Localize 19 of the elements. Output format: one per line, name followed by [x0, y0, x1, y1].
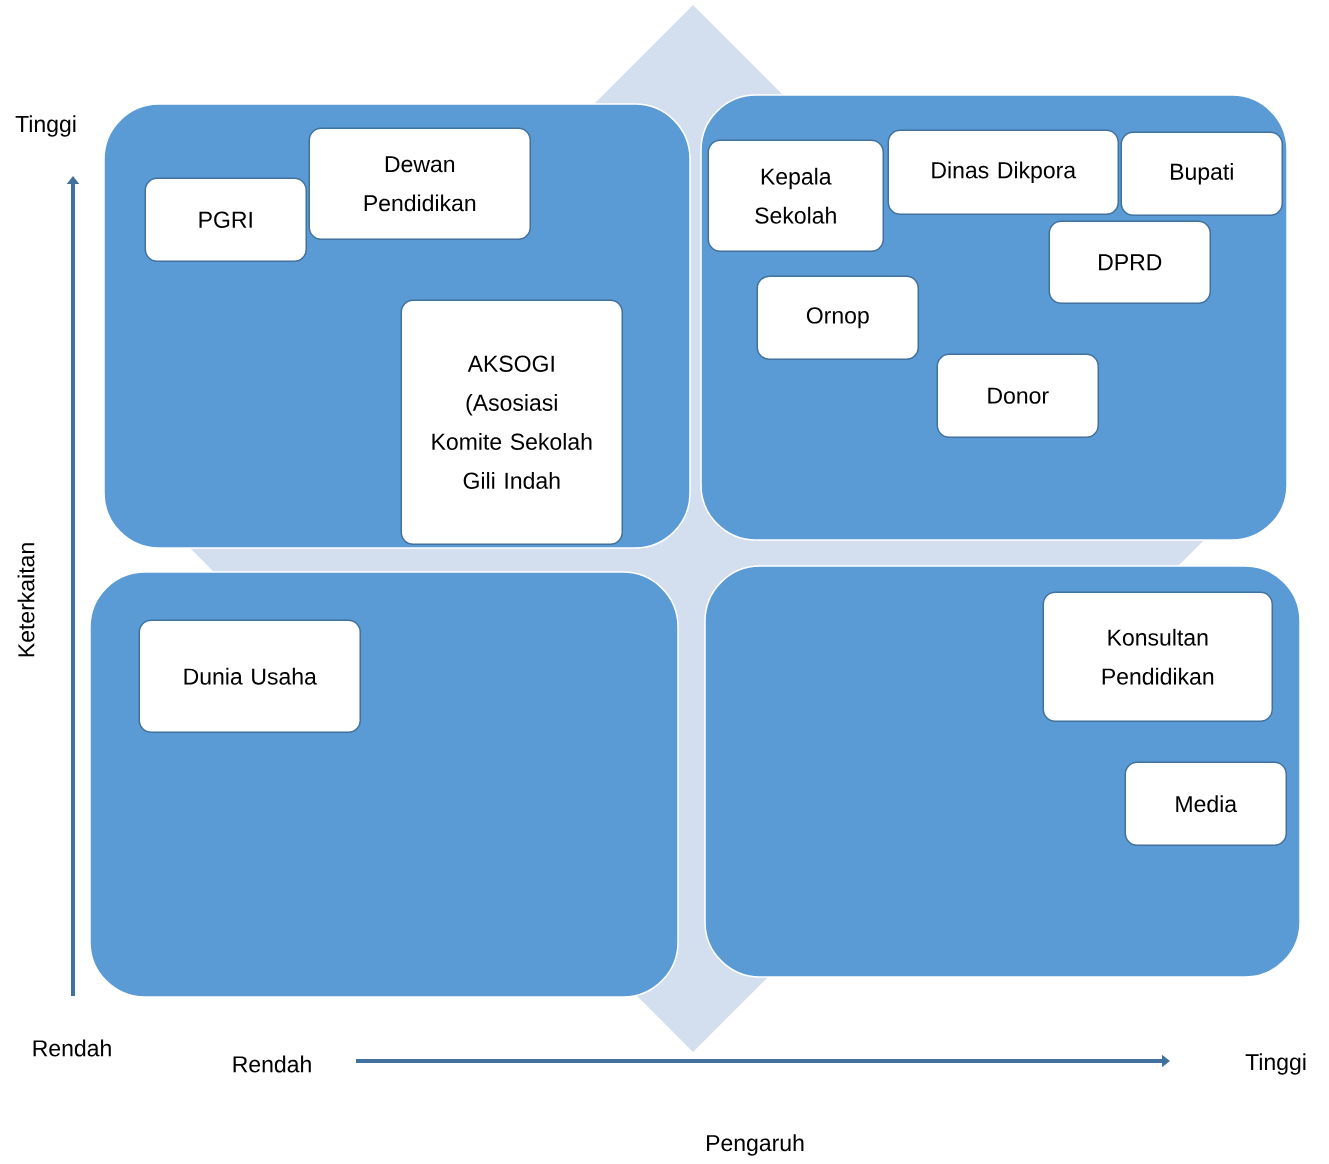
axis-label: Rendah	[33, 1039, 111, 1057]
stakeholder-box: Ornop	[756, 275, 919, 360]
axis-label: Rendah	[233, 1055, 311, 1073]
stakeholder-box: Dunia Usaha	[138, 619, 361, 733]
stakeholder-box: Donor	[936, 353, 1099, 438]
axis-label: Pengaruh	[707, 1134, 804, 1156]
stakeholder-box: Bupati	[1120, 131, 1283, 216]
stakeholder-box: Kepala Sekolah	[707, 139, 884, 252]
stakeholder-box: DPRD	[1048, 220, 1211, 304]
axis-label: Tinggi	[15, 115, 76, 137]
quadrant-panel	[89, 571, 679, 998]
stakeholder-box: Dinas Dikpora	[887, 129, 1119, 215]
axis-label: Tinggi	[1245, 1053, 1306, 1075]
stakeholder-box: Media	[1124, 761, 1287, 846]
stakeholder-box: Konsultan Pendidikan	[1042, 591, 1273, 722]
axis-label: Keterkaitan	[17, 543, 35, 657]
stakeholder-box: AKSOGI (Asosiasi Komite Sekolah Gili Indah	[400, 299, 623, 545]
stakeholder-box: Dewan Pendidikan	[308, 127, 531, 240]
stakeholder-box: PGRI	[144, 177, 307, 262]
